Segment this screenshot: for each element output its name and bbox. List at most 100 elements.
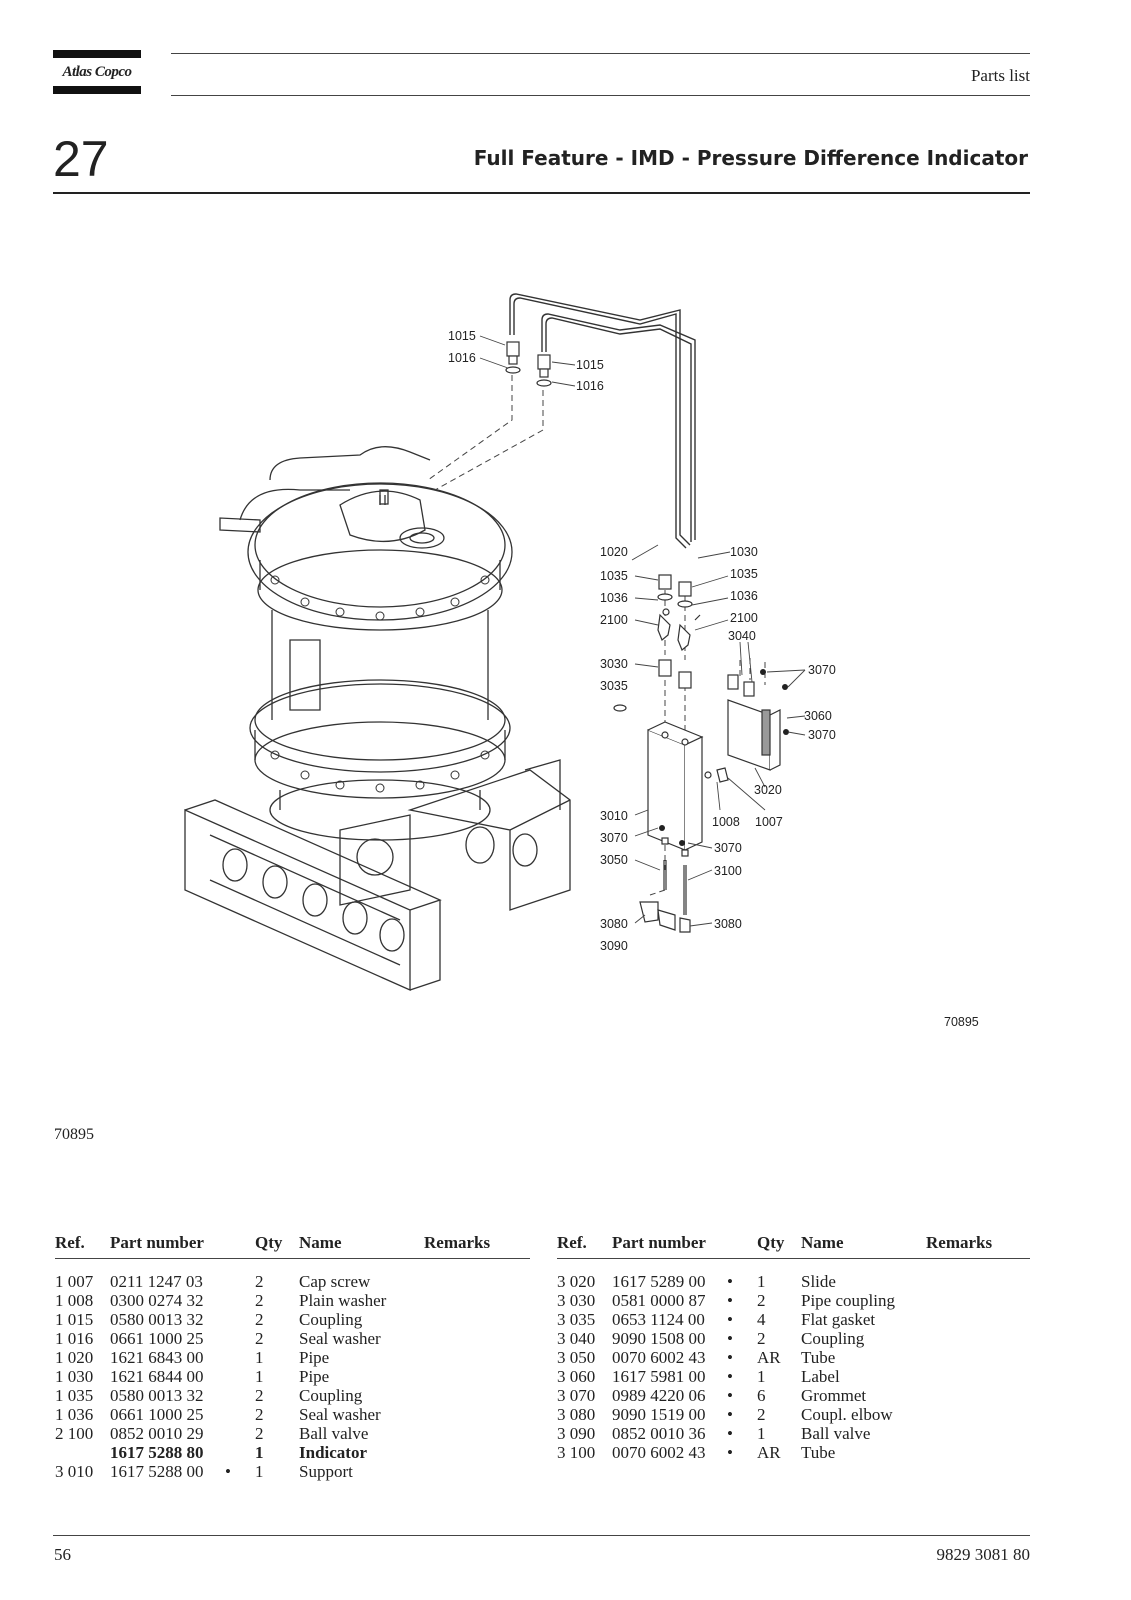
atlas-copco-logo: Atlas Copco xyxy=(53,50,141,94)
callout-1035: 1035 xyxy=(730,567,758,581)
cell-name: Label xyxy=(801,1367,840,1386)
logo-text: Atlas Copco xyxy=(62,64,132,80)
cell-ref: 3 020 xyxy=(557,1272,596,1291)
cell-name: Slide xyxy=(801,1272,836,1291)
cell-part-number: 0300 0274 32 xyxy=(110,1291,204,1310)
cell-qty: 1 xyxy=(255,1367,264,1386)
cell-name: Cap screw xyxy=(299,1272,371,1291)
header-rule-bottom xyxy=(171,95,1030,96)
cell-qty: 2 xyxy=(757,1291,766,1310)
callout-1015: 1015 xyxy=(576,358,604,372)
cell-ref: 1 020 xyxy=(55,1348,94,1367)
cell-part-number: 1617 5288 80 xyxy=(110,1443,204,1462)
cell-qty: 4 xyxy=(757,1310,766,1329)
callout-3040: 3040 xyxy=(728,629,756,643)
col-header-qty: Qty xyxy=(255,1233,283,1252)
cell-ref: 3 070 xyxy=(557,1386,596,1405)
callout-3080: 3080 xyxy=(600,917,628,931)
cell-ref: 3 010 xyxy=(55,1462,94,1481)
cell-ref: 3 060 xyxy=(557,1367,596,1386)
title-rule xyxy=(53,192,1030,194)
callout-3020: 3020 xyxy=(754,783,782,797)
cell-bullet: • xyxy=(727,1348,733,1367)
cell-bullet: • xyxy=(727,1291,733,1310)
cell-part-number: 1621 6843 00 xyxy=(110,1348,204,1367)
cell-bullet: • xyxy=(727,1443,733,1462)
cell-part-number: 0070 6002 43 xyxy=(612,1348,706,1367)
table-header-rule xyxy=(557,1258,1030,1259)
chapter-title: Full Feature - IMD - Pressure Difference… xyxy=(473,146,1028,170)
cell-name: Grommet xyxy=(801,1386,867,1405)
cell-qty: 6 xyxy=(757,1386,766,1405)
cell-bullet: • xyxy=(727,1272,733,1291)
col-header-part-number: Part number xyxy=(612,1233,706,1252)
col-header-name: Name xyxy=(299,1233,342,1252)
cell-name: Pipe coupling xyxy=(801,1291,895,1310)
callout-1036: 1036 xyxy=(600,591,628,605)
cell-name: Tube xyxy=(801,1443,836,1462)
chapter-number: 27 xyxy=(53,131,109,187)
cell-part-number: 0661 1000 25 xyxy=(110,1405,204,1424)
cell-name: Pipe xyxy=(299,1367,330,1386)
drawing-number: 70895 xyxy=(944,1015,979,1029)
cell-bullet: • xyxy=(727,1386,733,1405)
callout-3090: 3090 xyxy=(600,939,628,953)
cell-qty: 2 xyxy=(757,1329,766,1348)
callout-3060: 3060 xyxy=(804,709,832,723)
cell-qty: 1 xyxy=(255,1348,264,1367)
cell-name: Ball valve xyxy=(801,1424,871,1443)
cell-part-number: 0070 6002 43 xyxy=(612,1443,706,1462)
cell-ref: 2 100 xyxy=(55,1424,94,1443)
cell-qty: AR xyxy=(757,1443,781,1462)
cell-name: Ball valve xyxy=(299,1424,369,1443)
cell-part-number: 0211 1247 03 xyxy=(110,1272,203,1291)
col-header-qty: Qty xyxy=(757,1233,785,1252)
callout-3070: 3070 xyxy=(714,841,742,855)
cell-name: Flat gasket xyxy=(801,1310,876,1329)
cell-qty: 2 xyxy=(255,1386,264,1405)
col-header-ref: Ref. xyxy=(557,1233,587,1252)
callout-3035: 3035 xyxy=(600,679,628,693)
cell-name: Coupling xyxy=(801,1329,865,1348)
cell-qty: 1 xyxy=(255,1443,264,1462)
callout-1007: 1007 xyxy=(755,815,783,829)
cell-bullet: • xyxy=(727,1310,733,1329)
cell-name: Indicator xyxy=(299,1443,367,1462)
cell-name: Coupling xyxy=(299,1386,363,1405)
cell-part-number: 9090 1519 00 xyxy=(612,1405,706,1424)
callout-1036: 1036 xyxy=(730,589,758,603)
callout-3080: 3080 xyxy=(714,917,742,931)
cell-qty: 2 xyxy=(255,1329,264,1348)
callout-1008: 1008 xyxy=(712,815,740,829)
cell-part-number: 1617 5981 00 xyxy=(612,1367,706,1386)
col-header-ref: Ref. xyxy=(55,1233,85,1252)
col-header-remarks: Remarks xyxy=(926,1233,993,1252)
cell-qty: 2 xyxy=(255,1424,264,1443)
callout-2100: 2100 xyxy=(730,611,758,625)
cell-part-number: 0581 0000 87 xyxy=(612,1291,706,1310)
section-label: Parts list xyxy=(970,66,1030,85)
col-header-name: Name xyxy=(801,1233,844,1252)
cell-bullet: • xyxy=(727,1329,733,1348)
cell-part-number: 0661 1000 25 xyxy=(110,1329,204,1348)
cell-ref: 1 016 xyxy=(55,1329,94,1348)
cell-name: Seal washer xyxy=(299,1405,381,1424)
figure-id: 70895 xyxy=(54,1126,94,1143)
cell-ref: 1 036 xyxy=(55,1405,94,1424)
callout-3100: 3100 xyxy=(714,864,742,878)
col-header-remarks: Remarks xyxy=(424,1233,491,1252)
cell-ref: 3 040 xyxy=(557,1329,596,1348)
cell-name: Coupling xyxy=(299,1310,363,1329)
cell-qty: 2 xyxy=(255,1291,264,1310)
cell-ref: 3 030 xyxy=(557,1291,596,1310)
cell-qty: 1 xyxy=(757,1424,766,1443)
cell-qty: 2 xyxy=(757,1405,766,1424)
cell-part-number: 1617 5288 00 xyxy=(110,1462,204,1481)
cell-part-number: 0852 0010 36 xyxy=(612,1424,706,1443)
cell-name: Plain washer xyxy=(299,1291,387,1310)
exploded-view-drawing: 1015 1016 1015 1016 1020 1030 1035 1035 … xyxy=(184,293,979,1029)
cell-qty: 2 xyxy=(255,1272,264,1291)
callout-3050: 3050 xyxy=(600,853,628,867)
cell-name: Tube xyxy=(801,1348,836,1367)
cell-qty: 1 xyxy=(757,1272,766,1291)
